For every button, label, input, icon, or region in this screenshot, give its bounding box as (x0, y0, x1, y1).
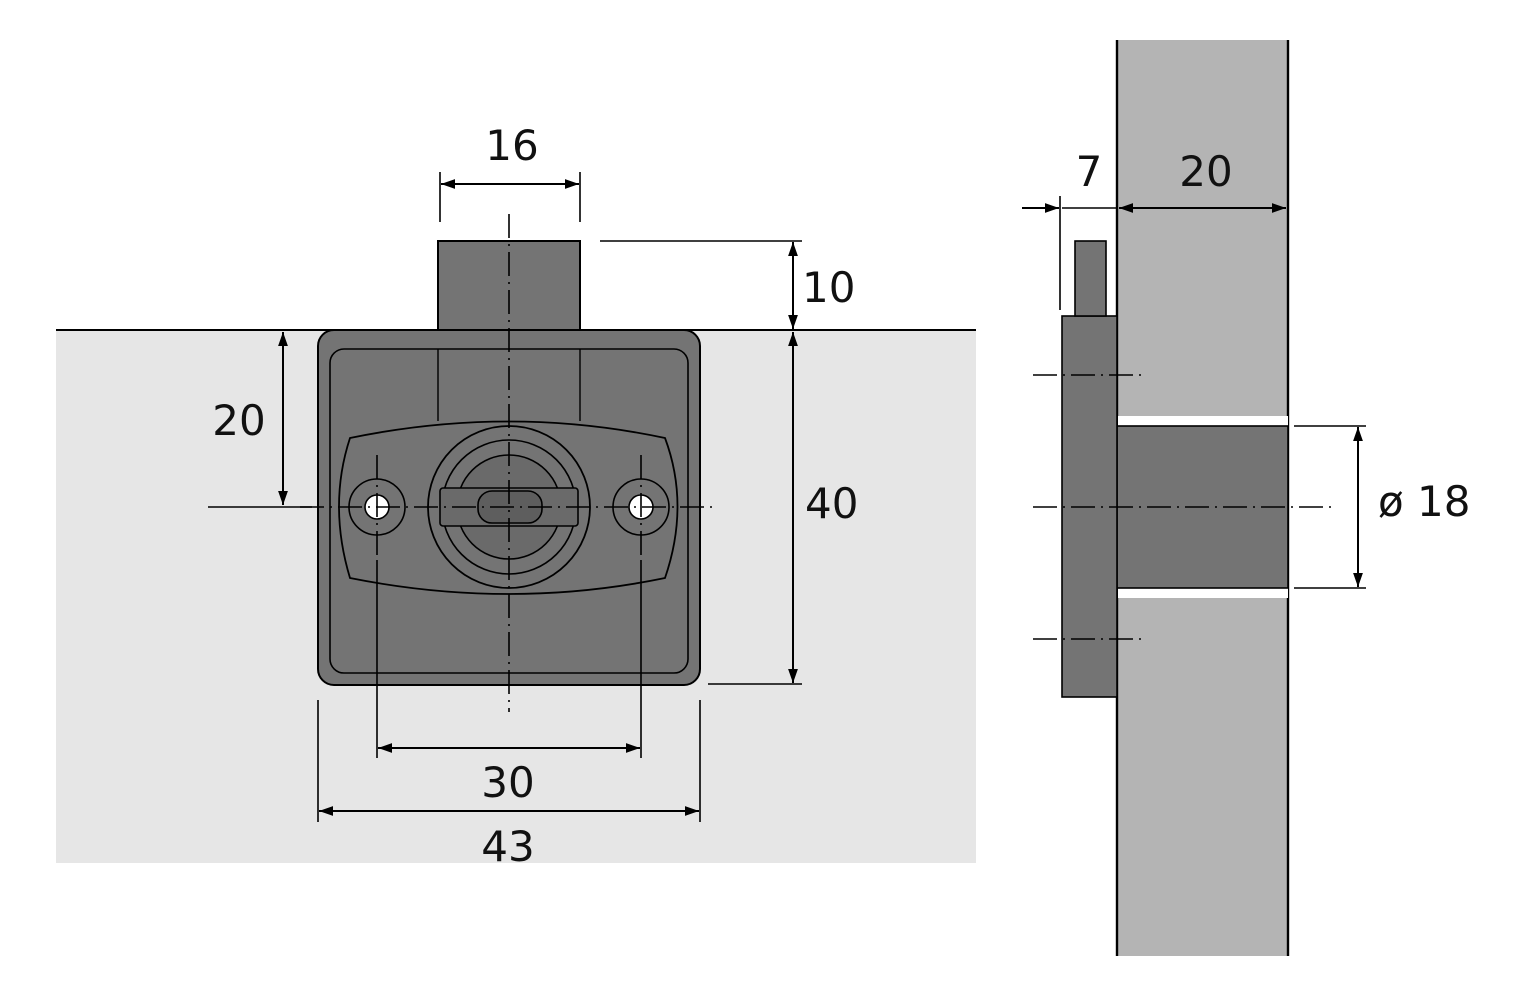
front-view: 16 10 40 20 30 43 (56, 121, 976, 871)
body-height-label: 40 (805, 479, 858, 528)
bore-gap-bottom (1118, 588, 1288, 598)
body-width-label: 43 (481, 822, 534, 871)
center-height-label: 20 (212, 396, 265, 445)
side-bolt (1074, 240, 1107, 317)
flange-thickness-label: 7 (1076, 147, 1103, 196)
bolt-height-label: 10 (802, 263, 855, 312)
side-view: 7 20 ø 18 (1022, 40, 1471, 956)
bore-gap-top (1118, 416, 1288, 426)
diameter-label: ø 18 (1378, 477, 1471, 526)
panel-thickness-label: 20 (1179, 147, 1232, 196)
bolt-width-label: 16 (485, 121, 538, 170)
hole-spacing-label: 30 (481, 758, 534, 807)
